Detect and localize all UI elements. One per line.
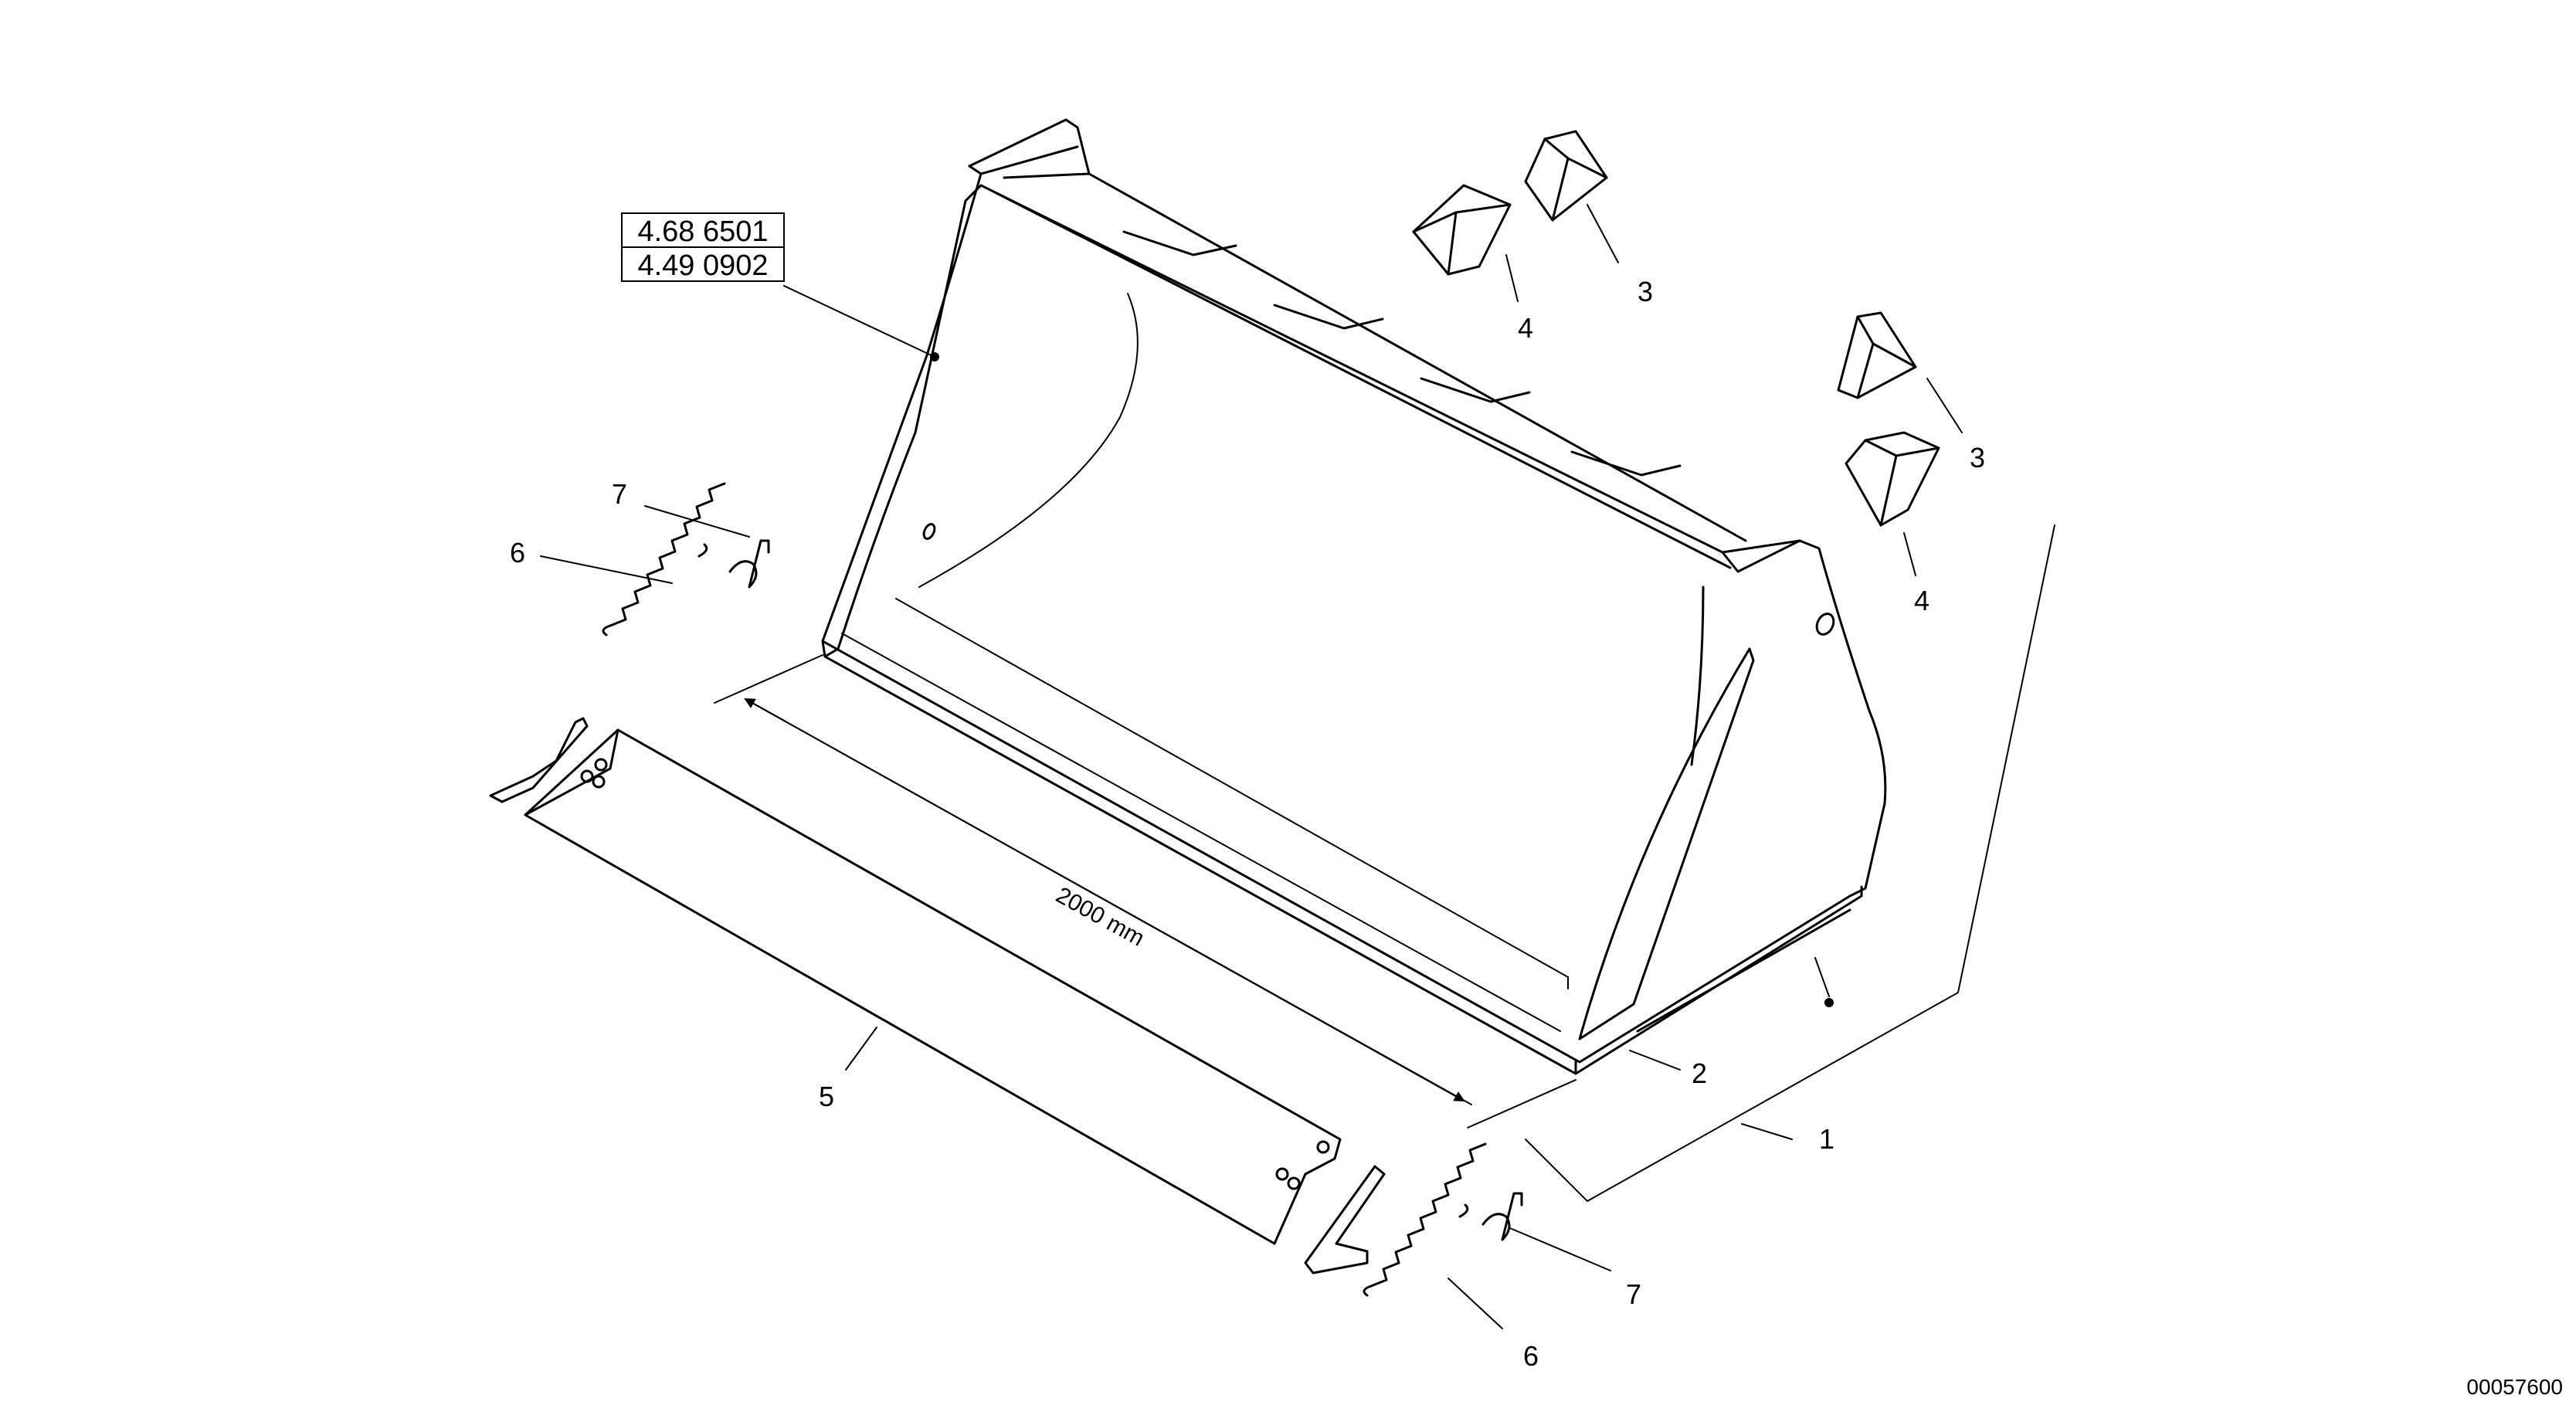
callout-5: 5 xyxy=(819,1081,834,1112)
figure-number: 00057600 xyxy=(2466,1375,2563,1399)
tooth-group-left xyxy=(1412,130,1608,276)
dimension-2000: 2000 mm xyxy=(714,654,1576,1129)
callout-7b: 7 xyxy=(1626,1278,1641,1310)
callout-labels: 1 2 3 3 4 4 5 6 6 7 7 xyxy=(510,276,1985,1372)
callout-3b: 3 xyxy=(1970,442,1985,473)
bucket xyxy=(821,118,1887,1075)
callout-6a: 6 xyxy=(510,537,525,569)
spring-left xyxy=(602,482,726,636)
reference-number-1: 4.68 6501 xyxy=(637,216,768,248)
tooth-group-right xyxy=(1837,311,1940,527)
reference-number-2: 4.49 0902 xyxy=(637,249,768,282)
reference-box-2 xyxy=(621,246,785,282)
hook-right xyxy=(1481,1192,1523,1241)
callout-4b: 4 xyxy=(1914,585,1929,616)
edge-cover xyxy=(489,717,1386,1275)
hook-left xyxy=(728,539,770,589)
spring-right xyxy=(1363,1142,1487,1297)
leader-lines xyxy=(540,204,2055,1329)
callout-2: 2 xyxy=(1692,1057,1707,1089)
reference-box-1 xyxy=(621,212,785,248)
callout-7a: 7 xyxy=(612,478,627,510)
callout-4a: 4 xyxy=(1518,312,1533,344)
reference-box-group: 4.68 6501 4.49 0902 xyxy=(621,212,935,358)
callout-3a: 3 xyxy=(1638,276,1653,307)
callout-1: 1 xyxy=(1819,1123,1834,1155)
callout-6b: 6 xyxy=(1523,1340,1539,1372)
